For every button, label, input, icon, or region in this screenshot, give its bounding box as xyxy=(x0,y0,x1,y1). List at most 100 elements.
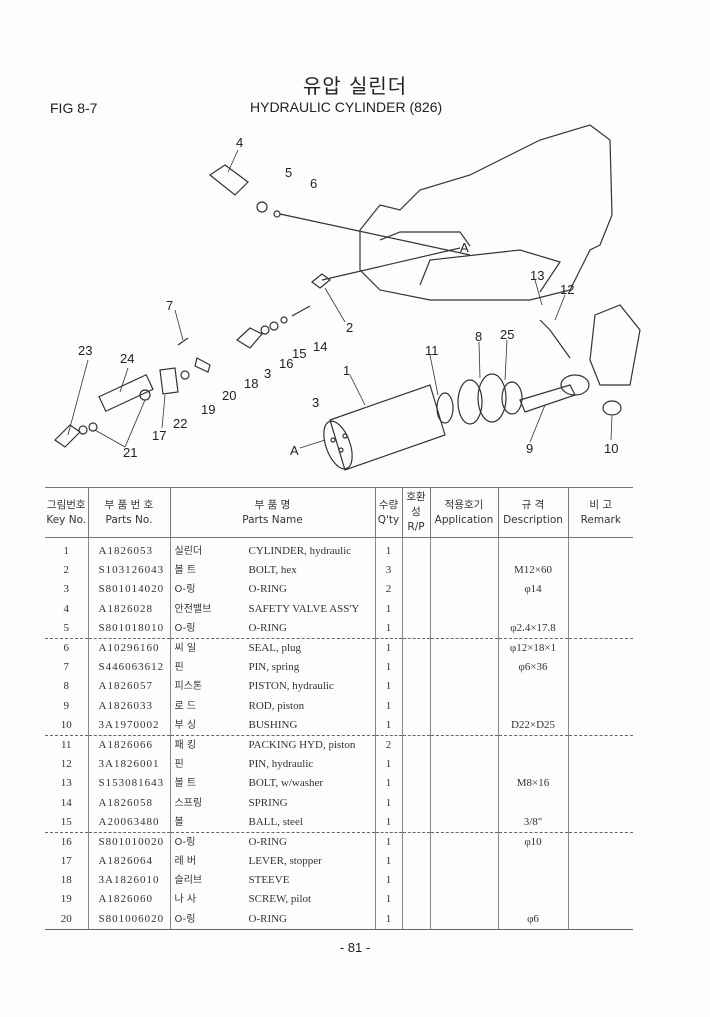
callout-16: 16 xyxy=(279,356,293,371)
part-name-ko: 핀 xyxy=(174,759,184,771)
safety-valve xyxy=(208,164,249,196)
part-name-en: SCREW, pilot xyxy=(248,893,312,906)
rp xyxy=(401,715,430,736)
application xyxy=(429,580,498,600)
key-no: 14 xyxy=(60,796,72,809)
remark xyxy=(567,580,633,600)
key-no: 9 xyxy=(63,699,70,712)
application xyxy=(429,537,498,562)
figure-number: FIG 8-7 xyxy=(50,100,98,116)
part-name-en: BOLT, hex xyxy=(248,564,297,577)
part-name-en: PIN, spring xyxy=(248,661,300,674)
column-header-en: Parts No. xyxy=(105,513,153,526)
page-number: - 81 - xyxy=(339,940,371,955)
rp xyxy=(401,599,430,619)
column-header-ko: 규 격 xyxy=(521,498,545,511)
remark xyxy=(567,537,633,562)
rp xyxy=(401,890,430,910)
part-number: S153081643 xyxy=(87,774,170,794)
exploded-parts-diagram: 4 5 6 A 13 12 7 2 14 15 16 3 18 11 8 25 … xyxy=(54,124,641,471)
application xyxy=(429,677,498,697)
application xyxy=(429,715,498,736)
application xyxy=(429,852,498,872)
part-name-ko: 볼 xyxy=(174,816,184,828)
part-number: S801014020 xyxy=(87,580,170,600)
description: M12×60 xyxy=(497,561,568,581)
part-name-en: BUSHING xyxy=(248,718,298,731)
remark xyxy=(567,715,633,736)
part-name-ko: 슬리브 xyxy=(174,875,203,887)
description xyxy=(497,755,568,775)
application xyxy=(429,871,498,891)
part-name-ko: 부 싱 xyxy=(174,719,197,731)
quantity: 1 xyxy=(374,618,402,639)
application xyxy=(429,909,498,930)
key-no: 20 xyxy=(45,909,88,930)
application xyxy=(429,755,498,775)
part-name-en: SEAL, plug xyxy=(248,642,302,655)
part-number: A1826060 xyxy=(87,890,170,910)
part-number: S801018010 xyxy=(87,618,170,639)
cylinder-body xyxy=(329,384,446,471)
key-no: 12 xyxy=(60,758,72,771)
part-number: A1826057 xyxy=(87,677,170,697)
callout-3b: 3 xyxy=(312,395,319,410)
rp xyxy=(401,735,430,756)
callout-9: 9 xyxy=(526,441,533,456)
quantity: 1 xyxy=(374,852,402,872)
description: φ2.4×17.8 xyxy=(497,618,568,639)
part-name-en: O-RING xyxy=(248,835,288,848)
column-header-ko: 적용호기 xyxy=(444,498,484,511)
column-header-en: R/P xyxy=(407,521,425,533)
remark xyxy=(567,658,633,678)
description: φ6×36 xyxy=(497,658,568,678)
callout-17: 17 xyxy=(152,428,166,443)
rp xyxy=(401,871,430,891)
transmission-housing xyxy=(359,124,613,301)
column-header-ko: 부 품 명 xyxy=(254,498,291,511)
quantity: 1 xyxy=(374,774,402,794)
rp xyxy=(401,696,430,716)
application xyxy=(429,658,498,678)
part-number: A20063480 xyxy=(87,812,170,833)
callout-11: 11 xyxy=(425,343,439,358)
part-number: 3A1970002 xyxy=(87,715,170,736)
remark xyxy=(567,793,633,813)
key-no: 16 xyxy=(60,835,72,848)
column-header-ko: 비 고 xyxy=(589,498,613,511)
part-name-ko: O-링 xyxy=(174,584,196,596)
application xyxy=(429,890,498,910)
description: φ14 xyxy=(497,580,568,600)
description xyxy=(497,599,568,619)
quantity: 1 xyxy=(374,658,402,678)
part-name-ko: 핀 xyxy=(174,662,184,674)
callout-4: 4 xyxy=(236,135,243,150)
key-no: 10 xyxy=(45,715,88,736)
piston-rod xyxy=(519,384,576,413)
quantity: 1 xyxy=(374,812,402,833)
description xyxy=(497,696,568,716)
callout-22: 22 xyxy=(173,416,187,431)
application xyxy=(429,696,498,716)
callout-14: 14 xyxy=(313,339,327,354)
remark xyxy=(567,561,633,581)
rp xyxy=(401,755,430,775)
quantity: 1 xyxy=(374,755,402,775)
part-name-ko: 피스톤 xyxy=(174,681,203,693)
callout-6: 6 xyxy=(310,176,317,191)
